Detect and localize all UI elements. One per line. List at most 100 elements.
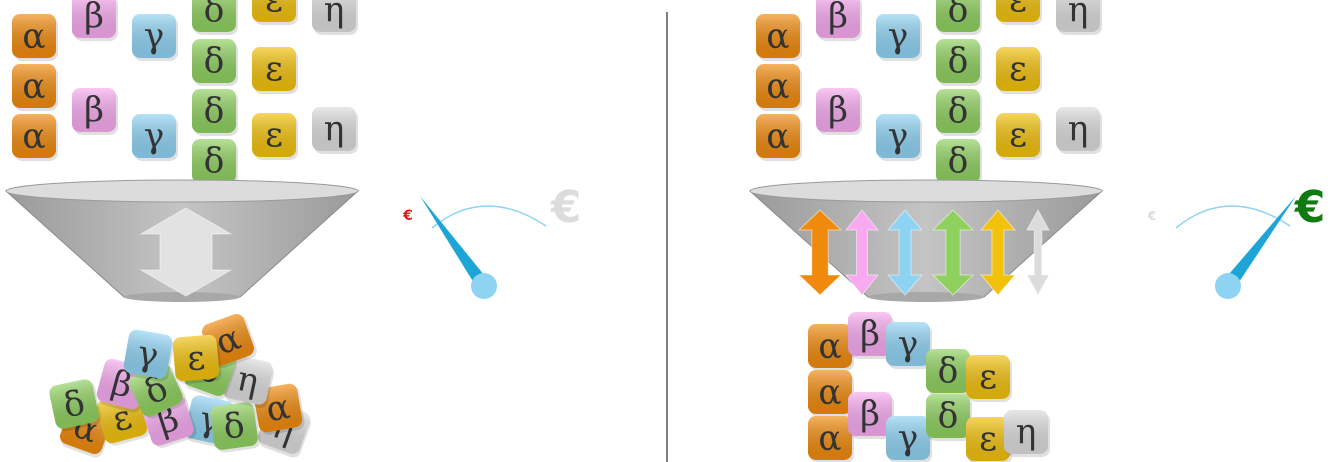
tile-symbol-delta: δ	[938, 397, 959, 437]
tile-symbol-epsilon: ε	[265, 0, 283, 21]
arrow-epsilon	[979, 209, 1017, 296]
tile-gamma: γ	[876, 14, 922, 61]
tile-epsilon: ε	[966, 355, 1012, 402]
tile-symbol-delta: δ	[204, 42, 225, 82]
tile-symbol-delta: δ	[948, 142, 969, 182]
tile-epsilon: ε	[252, 47, 298, 94]
tile-symbol-beta: β	[860, 395, 880, 435]
funnel-rim	[749, 179, 1103, 203]
tile-beta: β	[848, 392, 894, 439]
tile-delta: δ	[936, 0, 982, 35]
arrow-delta	[931, 209, 975, 296]
tile-eta: η	[312, 107, 358, 154]
tile-symbol-eta: η	[1068, 110, 1089, 150]
tile-symbol-epsilon: ε	[979, 358, 997, 398]
tile-epsilon: ε	[172, 334, 222, 384]
tile-symbol-delta: δ	[938, 352, 959, 392]
tile-eta: η	[1004, 410, 1050, 457]
tile-symbol-delta: δ	[204, 142, 225, 182]
tile-gamma: γ	[132, 14, 178, 61]
tile-symbol-gamma: γ	[888, 17, 909, 57]
tile-symbol-alpha: α	[766, 67, 789, 107]
tile-symbol-epsilon: ε	[1009, 50, 1027, 90]
tile-delta: δ	[210, 402, 261, 453]
gauge-needle	[1222, 196, 1296, 291]
tile-eta: η	[223, 355, 274, 408]
tile-gamma: γ	[132, 114, 178, 161]
tile-symbol-eta: η	[324, 0, 345, 31]
tile-symbol-beta: β	[84, 91, 104, 131]
tile-alpha: α	[808, 370, 854, 417]
tile-symbol-beta: β	[828, 91, 848, 131]
tile-symbol-alpha: α	[766, 117, 789, 157]
tile-epsilon: ε	[966, 417, 1012, 462]
tile-delta: δ	[192, 89, 238, 136]
tile-delta: δ	[926, 394, 972, 441]
tile-delta: δ	[49, 379, 102, 432]
tile-epsilon: ε	[996, 0, 1042, 25]
tile-symbol-delta: δ	[948, 92, 969, 132]
tile-epsilon: ε	[996, 47, 1042, 94]
arrow-eta	[1026, 208, 1050, 297]
tile-symbol-eta: η	[1068, 0, 1089, 31]
tile-beta: β	[72, 0, 118, 41]
tile-symbol-eta: η	[1016, 413, 1037, 453]
tile-symbol-epsilon: ε	[185, 338, 206, 379]
tile-epsilon: ε	[252, 0, 298, 25]
tile-delta: δ	[936, 39, 982, 86]
euro-high-label: €	[550, 182, 582, 233]
tile-beta: β	[816, 0, 862, 41]
tile-symbol-alpha: α	[818, 327, 841, 367]
tile-alpha: α	[808, 416, 854, 462]
tile-delta: δ	[192, 0, 238, 35]
gauge-needle	[420, 196, 490, 291]
tile-symbol-beta: β	[828, 0, 848, 37]
left-jumbled-output-tiles: αεηαγδβδβηδδγαε	[49, 314, 311, 458]
tile-beta: β	[816, 88, 862, 135]
tile-symbol-epsilon: ε	[1009, 116, 1027, 156]
tile-alpha: α	[12, 64, 58, 111]
tile-alpha: α	[756, 64, 802, 111]
euro-high-label: €	[1294, 182, 1326, 233]
tile-eta: η	[1056, 0, 1102, 35]
right-cost-gauge: €€	[1147, 182, 1325, 299]
funnel-rim	[5, 179, 359, 203]
tile-symbol-beta: β	[860, 315, 880, 355]
tile-symbol-gamma: γ	[144, 117, 165, 157]
tile-symbol-alpha: α	[818, 419, 841, 459]
tile-symbol-delta: δ	[204, 92, 225, 132]
euro-low-label: €	[1147, 209, 1156, 223]
funnel-spout	[868, 292, 984, 302]
tile-delta: δ	[192, 139, 238, 186]
tile-alpha: α	[253, 383, 305, 435]
tile-symbol-alpha: α	[818, 373, 841, 413]
left-cost-gauge: €€	[402, 182, 581, 299]
tile-gamma: γ	[876, 114, 922, 161]
tile-symbol-epsilon: ε	[265, 50, 283, 90]
tile-symbol-gamma: γ	[144, 17, 165, 57]
tile-symbol-epsilon: ε	[1009, 0, 1027, 21]
tile-beta: β	[848, 312, 894, 359]
left-generic-arrow	[139, 207, 233, 297]
tile-delta: δ	[926, 349, 972, 396]
tile-eta: η	[312, 0, 358, 35]
tile-delta: δ	[936, 139, 982, 186]
tile-alpha: α	[756, 114, 802, 161]
tile-symbol-gamma: γ	[898, 325, 919, 365]
tile-alpha: α	[756, 14, 802, 61]
tile-symbol-alpha: α	[22, 117, 45, 157]
euro-low-label: €	[402, 208, 413, 224]
tile-alpha: α	[808, 324, 854, 371]
funnel-body	[748, 190, 1104, 301]
tile-epsilon: ε	[996, 113, 1042, 160]
tile-gamma: γ	[123, 329, 174, 382]
gauge-arc	[1175, 205, 1291, 229]
tile-symbol-gamma: γ	[898, 419, 919, 459]
funnel-spout	[124, 292, 240, 302]
right-specialized-arrows	[797, 208, 1050, 297]
tile-delta: δ	[129, 363, 186, 419]
